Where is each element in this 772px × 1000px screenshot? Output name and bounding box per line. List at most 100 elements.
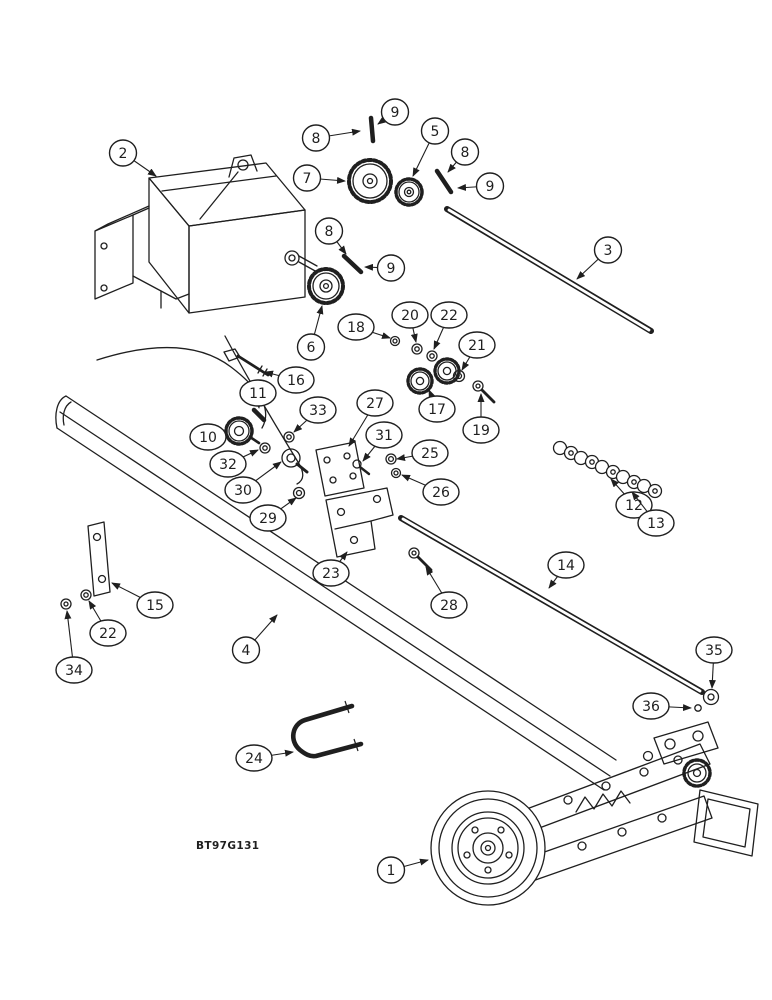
callout-balloon[interactable] [475, 172, 505, 200]
callout-balloon[interactable] [637, 509, 675, 537]
part-bolt-34 [60, 598, 72, 610]
callout-22[interactable]: 22 [430, 301, 468, 350]
callout-number: 36 [642, 699, 660, 715]
callout-6[interactable]: 6 [296, 305, 326, 361]
part-sprocket-7 [347, 158, 393, 204]
callout-balloon[interactable] [418, 395, 456, 423]
callout-balloon[interactable] [411, 439, 449, 467]
harness-curve [96, 335, 304, 485]
part-drive-shaft [444, 206, 654, 334]
callout-balloon[interactable] [376, 856, 406, 884]
callout-balloon[interactable] [301, 124, 331, 152]
callout-balloon[interactable] [365, 421, 403, 449]
callout-19[interactable]: 19 [462, 393, 500, 444]
callout-10[interactable]: 10 [189, 423, 227, 451]
callout-27[interactable]: 27 [348, 389, 394, 447]
callout-number: 34 [65, 663, 83, 679]
callout-balloon[interactable] [695, 636, 733, 664]
callout-number: 32 [219, 457, 237, 473]
callout-balloon[interactable] [462, 416, 500, 444]
callout-9[interactable]: 9 [364, 254, 406, 282]
callout-33[interactable]: 33 [293, 396, 337, 433]
callout-balloon[interactable] [430, 301, 468, 329]
callout-25[interactable]: 25 [396, 439, 449, 467]
callout-balloon[interactable] [189, 423, 227, 451]
callout-balloon[interactable] [314, 217, 344, 245]
callout-31[interactable]: 31 [362, 421, 403, 462]
callout-14[interactable]: 14 [547, 551, 585, 589]
callout-number: 7 [303, 171, 312, 187]
callout-11[interactable]: 11 [239, 379, 277, 409]
callout-balloon[interactable] [299, 396, 337, 424]
callout-17[interactable]: 17 [418, 389, 456, 423]
callout-15[interactable]: 15 [111, 582, 174, 619]
callout-balloon[interactable] [108, 139, 138, 167]
callout-balloon[interactable] [632, 692, 670, 720]
callout-28[interactable]: 28 [425, 566, 468, 619]
callout-24[interactable]: 24 [235, 744, 294, 772]
callout-balloon[interactable] [239, 379, 277, 407]
callout-32[interactable]: 32 [209, 449, 259, 478]
part-washer-29 [292, 486, 306, 500]
callout-8[interactable]: 8 [314, 217, 347, 255]
callout-35[interactable]: 35 [695, 636, 733, 689]
callout-7[interactable]: 7 [292, 164, 346, 192]
callout-26[interactable]: 26 [401, 474, 460, 506]
part-bolt-28 [408, 547, 433, 572]
callout-36[interactable]: 36 [632, 692, 692, 720]
callout-balloon[interactable] [458, 331, 496, 359]
callout-balloon[interactable] [430, 591, 468, 619]
callout-number: 11 [249, 386, 267, 402]
callout-29[interactable]: 29 [249, 497, 297, 532]
callout-number: 12 [625, 498, 643, 514]
callout-balloon[interactable] [356, 389, 394, 417]
callout-12[interactable]: 12 [610, 478, 653, 519]
callout-balloon[interactable] [376, 254, 406, 282]
callout-1[interactable]: 1 [376, 856, 429, 884]
callout-8[interactable]: 8 [301, 124, 361, 152]
callout-number: 18 [347, 320, 365, 336]
callout-balloon[interactable] [391, 301, 429, 329]
callout-balloon[interactable] [380, 98, 410, 126]
callout-balloon[interactable] [136, 591, 174, 619]
callout-number: 1 [387, 863, 396, 879]
part-bolt-19 [472, 380, 496, 404]
callout-5[interactable]: 5 [412, 117, 450, 177]
callout-16[interactable]: 16 [264, 366, 315, 394]
callout-balloon[interactable] [547, 551, 585, 579]
callout-22[interactable]: 22 [88, 600, 127, 647]
callout-balloon[interactable] [337, 313, 375, 341]
callout-balloon[interactable] [420, 117, 450, 145]
callout-3[interactable]: 3 [576, 236, 623, 280]
callout-balloon[interactable] [89, 619, 127, 647]
callout-balloon[interactable] [249, 504, 287, 532]
callout-balloon[interactable] [277, 366, 315, 394]
callout-number: 9 [387, 261, 396, 277]
callout-2[interactable]: 2 [108, 139, 157, 177]
callout-balloon[interactable] [593, 236, 623, 264]
callout-balloon[interactable] [422, 478, 460, 506]
callout-23[interactable]: 23 [312, 551, 350, 587]
part-pin-11 [251, 407, 267, 423]
callout-number: 3 [604, 243, 613, 259]
callout-18[interactable]: 18 [337, 313, 391, 341]
callout-balloon[interactable] [296, 333, 326, 361]
callout-balloon[interactable] [209, 450, 247, 478]
callout-balloon[interactable] [292, 164, 322, 192]
callout-8[interactable]: 8 [447, 138, 480, 173]
callout-13[interactable]: 13 [631, 491, 675, 537]
callout-balloon[interactable] [231, 636, 261, 664]
callout-balloon[interactable] [235, 744, 273, 772]
callout-balloon[interactable] [312, 559, 350, 587]
callout-9[interactable]: 9 [377, 98, 410, 126]
callout-balloon[interactable] [55, 656, 93, 684]
callout-30[interactable]: 30 [224, 461, 282, 504]
callout-34[interactable]: 34 [55, 610, 93, 684]
callout-4[interactable]: 4 [231, 614, 278, 664]
callout-balloon[interactable] [224, 476, 262, 504]
part-sprockets-17 [406, 357, 461, 395]
callout-21[interactable]: 21 [458, 331, 496, 371]
callout-balloon[interactable] [450, 138, 480, 166]
callout-20[interactable]: 20 [391, 301, 429, 343]
callout-9[interactable]: 9 [457, 172, 505, 200]
